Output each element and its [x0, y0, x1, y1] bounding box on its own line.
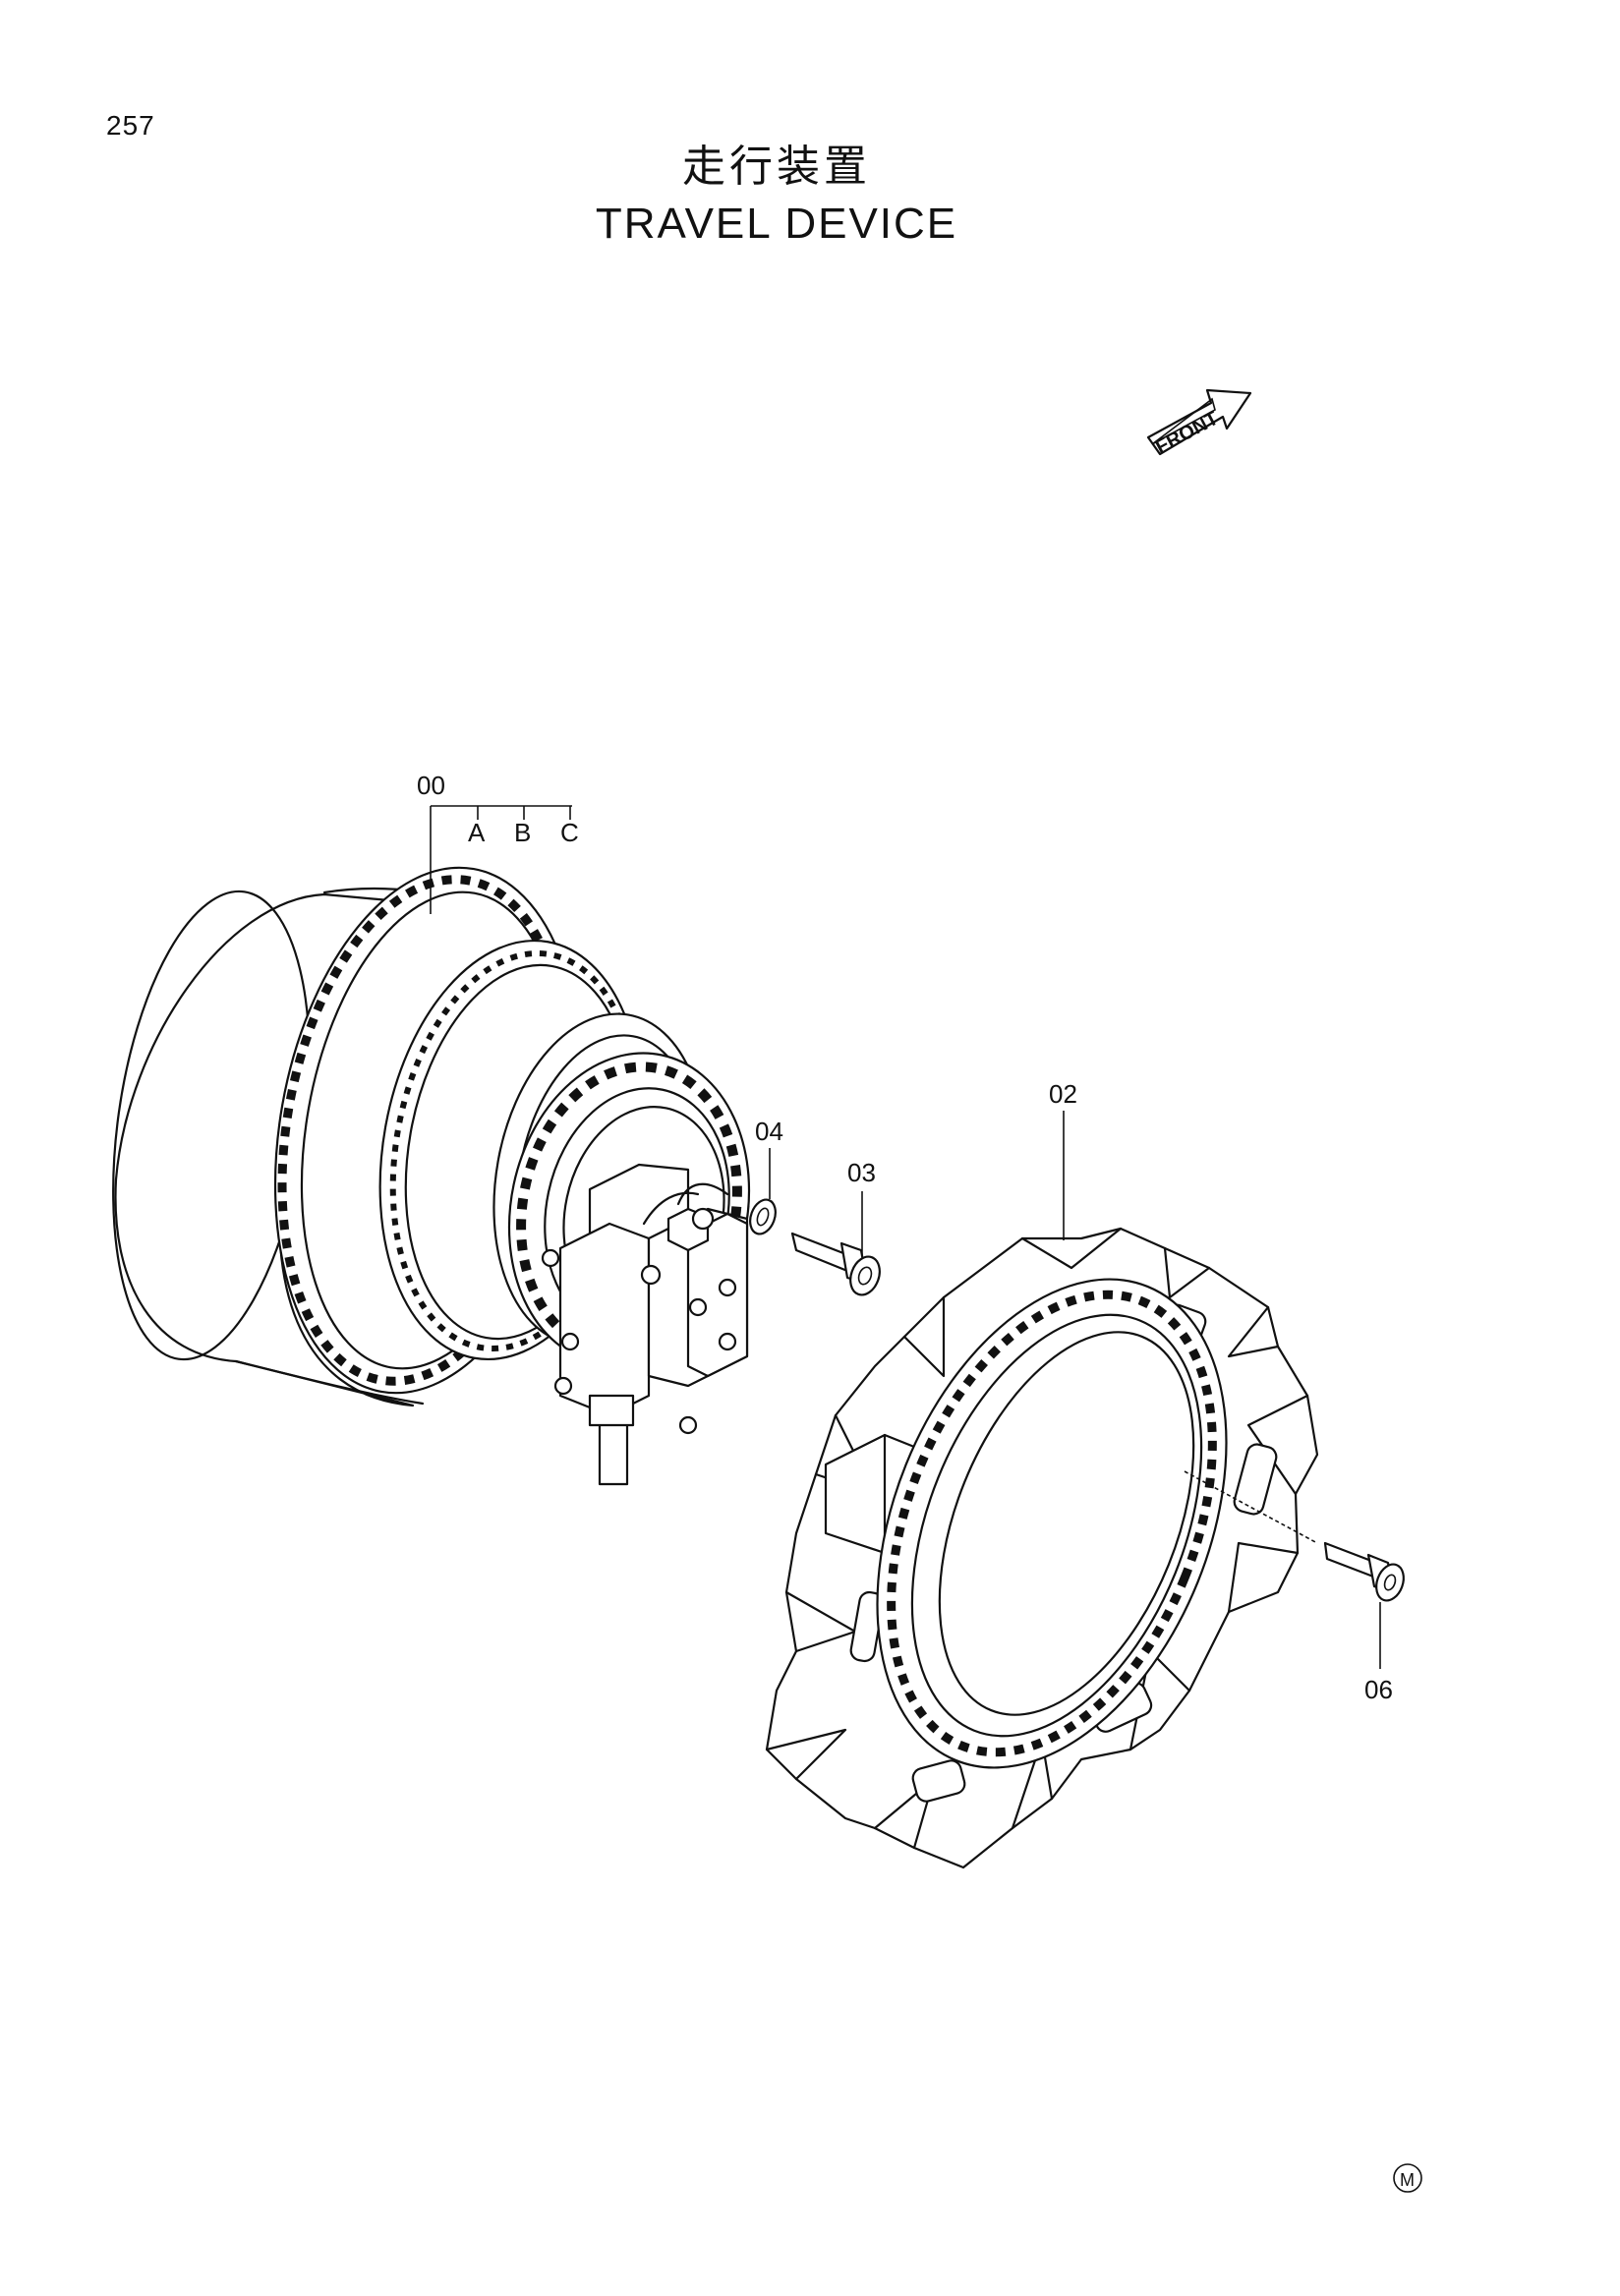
sprocket-bolt-part: 06 [1184, 1470, 1405, 1704]
front-arrow-icon: FRONT [1146, 388, 1252, 458]
page-number: 257 [106, 110, 155, 141]
callout-04-label: 04 [755, 1117, 783, 1146]
callout-c-label: C [560, 818, 579, 847]
page-title: TRAVEL DEVICE [595, 200, 958, 248]
callout-a-label: A [468, 818, 486, 847]
callout-06-label: 06 [1364, 1675, 1393, 1704]
page-title-japanese: 走行装置 [682, 142, 871, 192]
callout-00-label: 00 [417, 771, 445, 800]
title-block: 走行装置 TRAVEL DEVICE [550, 140, 1003, 252]
sprocket-part: 02 [765, 1079, 1319, 1869]
model-mark-icon: M [1393, 2163, 1422, 2193]
callout-assembly: 00 A B C [417, 771, 579, 914]
washer-part: 04 [749, 1117, 783, 1235]
callout-02-label: 02 [1049, 1079, 1077, 1109]
bolt-part: 03 [790, 1158, 881, 1296]
callout-03-label: 03 [847, 1158, 876, 1187]
model-mark-label: M [1400, 2170, 1415, 2190]
travel-motor-assembly [112, 866, 751, 1486]
callout-b-label: B [514, 818, 531, 847]
